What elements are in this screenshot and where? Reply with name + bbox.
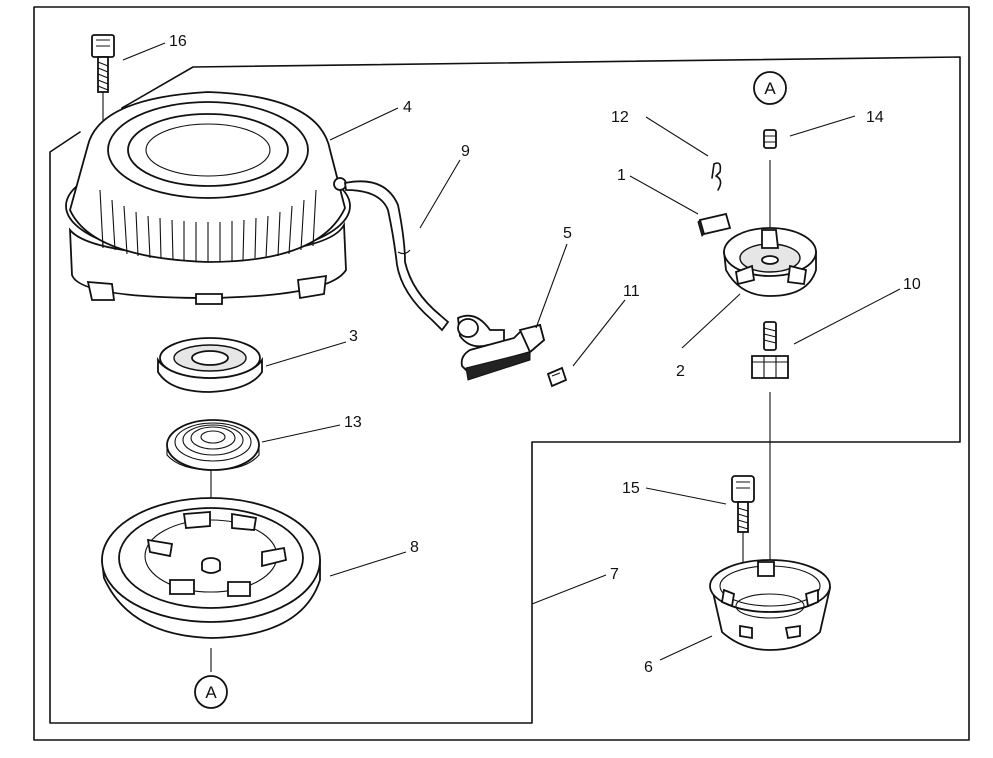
reference-marker-top: A [753,71,787,105]
part-2-ratchet [722,227,817,297]
label-9: 9 [461,143,470,160]
part-6-cup [709,559,832,651]
label-16: 16 [169,33,187,50]
label-10: 10 [903,276,921,293]
part-11-key [546,366,568,388]
label-11: 11 [623,283,640,300]
label-7: 7 [610,566,619,583]
part-8-pulley [100,497,321,672]
label-2: 2 [676,363,685,380]
label-5: 5 [563,225,572,242]
label-15: 15 [622,480,640,497]
part-1-pawl [697,212,732,237]
label-1: 1 [617,167,626,184]
label-13: 13 [344,414,362,431]
part-labels: 16 4 9 5 11 12 1 14 2 10 3 13 8 7 15 6 [169,33,921,676]
part-12-spring [711,162,722,191]
label-14: 14 [866,109,884,126]
reference-marker-bottom: A [194,675,228,709]
part-3-cover [157,337,263,393]
svg-text:A: A [205,683,217,702]
label-3: 3 [349,328,358,345]
label-8: 8 [410,539,419,556]
part-14-screw [763,129,777,240]
label-4: 4 [403,99,412,116]
part-9-rope [343,180,450,332]
outer-frame [33,6,970,741]
label-6: 6 [644,659,653,676]
svg-text:A: A [764,79,776,98]
label-12: 12 [611,109,629,126]
part-10-stud [751,321,789,580]
assembly-boundary [49,56,961,724]
part-5-handle [457,314,546,381]
leader-lines [122,42,901,661]
part-4-starter-housing [65,91,351,305]
